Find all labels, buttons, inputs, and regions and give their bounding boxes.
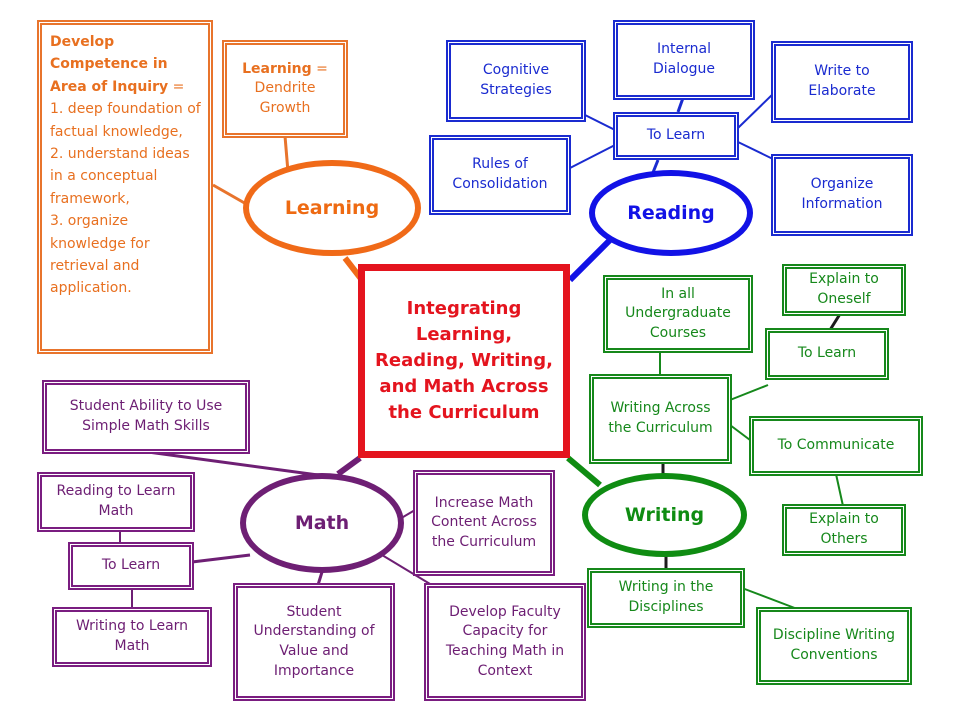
connector-hub-organize bbox=[737, 141, 776, 161]
organize-information-box: Organize Information bbox=[771, 154, 913, 236]
connector-wid-conventions bbox=[741, 587, 801, 611]
reading-oval: Reading bbox=[589, 170, 753, 256]
faculty-capacity-box: Develop Faculty Capacity for Teaching Ma… bbox=[424, 583, 586, 701]
learning-definition-term: Learning bbox=[242, 60, 312, 77]
undergraduate-courses-box: In all Undergraduate Courses bbox=[603, 275, 753, 353]
writing-oval: Writing bbox=[582, 473, 747, 557]
increase-math-content-box: Increase Math Content Across the Curricu… bbox=[413, 470, 555, 576]
writing-to-learn-math-box: Writing to Learn Math bbox=[52, 607, 212, 667]
competence-item: 2. understand ideas in a conceptual fram… bbox=[50, 145, 190, 207]
center-topic-box: Integrating Learning, Reading, Writing, … bbox=[358, 264, 570, 458]
math-ability-box: Student Ability to Use Simple Math Skill… bbox=[42, 380, 250, 454]
internal-dialogue-box: Internal Dialogue bbox=[613, 20, 755, 100]
to-communicate-box: To Communicate bbox=[749, 416, 923, 476]
connector-hub-cognitive bbox=[584, 114, 616, 131]
learning-oval: Learning bbox=[243, 160, 421, 256]
connector-wac-communicate bbox=[729, 424, 751, 441]
learning-definition-box: Learning = Dendrite Growth bbox=[222, 40, 348, 138]
explain-oneself-box: Explain to Oneself bbox=[782, 264, 906, 316]
connector-center-math bbox=[336, 455, 362, 477]
math-oval: Math bbox=[240, 473, 404, 573]
competence-box: Develop Competence in Area of Inquiry = … bbox=[37, 20, 213, 354]
connector-wac-tolearn bbox=[729, 384, 769, 401]
student-understanding-box: Student Understanding of Value and Impor… bbox=[233, 583, 395, 701]
reading-to-learn-box: To Learn bbox=[613, 112, 739, 160]
math-label: Math bbox=[294, 512, 350, 534]
write-to-elaborate-box: Write to Elaborate bbox=[771, 41, 913, 123]
connector-hub-rules bbox=[569, 144, 616, 169]
explain-others-box: Explain to Others bbox=[782, 504, 906, 556]
competence-title: Develop Competence in Area of Inquiry bbox=[50, 34, 169, 95]
math-to-learn-box: To Learn bbox=[68, 542, 194, 590]
writing-label: Writing bbox=[624, 504, 705, 526]
connector-hub-write bbox=[737, 91, 776, 129]
competence-item: 1. deep foundation of factual knowledge, bbox=[50, 101, 201, 140]
connector-learning-competence bbox=[212, 183, 249, 207]
learning-definition-text: = Dendrite Growth bbox=[254, 60, 328, 116]
writing-to-learn-box: To Learn bbox=[765, 328, 889, 380]
reading-to-learn-math-box: Reading to Learn Math bbox=[37, 472, 195, 532]
competence-equals: = bbox=[168, 78, 185, 95]
connector-hub-internal bbox=[676, 97, 685, 113]
connector-center-writing bbox=[566, 455, 602, 488]
connector-tolearn-oneself bbox=[828, 313, 842, 331]
writing-across-curriculum-box: Writing Across the Curriculum bbox=[589, 374, 732, 464]
connector-math-understanding bbox=[316, 571, 324, 586]
writing-in-disciplines-box: Writing in the Disciplines bbox=[587, 568, 745, 628]
connector-math-tolearn bbox=[191, 553, 251, 564]
connector-math-ability bbox=[147, 450, 319, 477]
reading-label: Reading bbox=[627, 202, 715, 224]
connector-communicate-others bbox=[835, 473, 844, 507]
writing-conventions-box: Discipline Writing Conventions bbox=[756, 607, 912, 685]
center-title: Integrating Learning, Reading, Writing, … bbox=[375, 297, 553, 424]
connector-center-reading bbox=[567, 235, 615, 283]
cognitive-strategies-box: Cognitive Strategies bbox=[446, 40, 586, 122]
learning-label: Learning bbox=[284, 197, 380, 219]
competence-item: 3. organize knowledge for retrieval and … bbox=[50, 213, 150, 297]
rules-of-consolidation-box: Rules of Consolidation bbox=[429, 135, 571, 215]
